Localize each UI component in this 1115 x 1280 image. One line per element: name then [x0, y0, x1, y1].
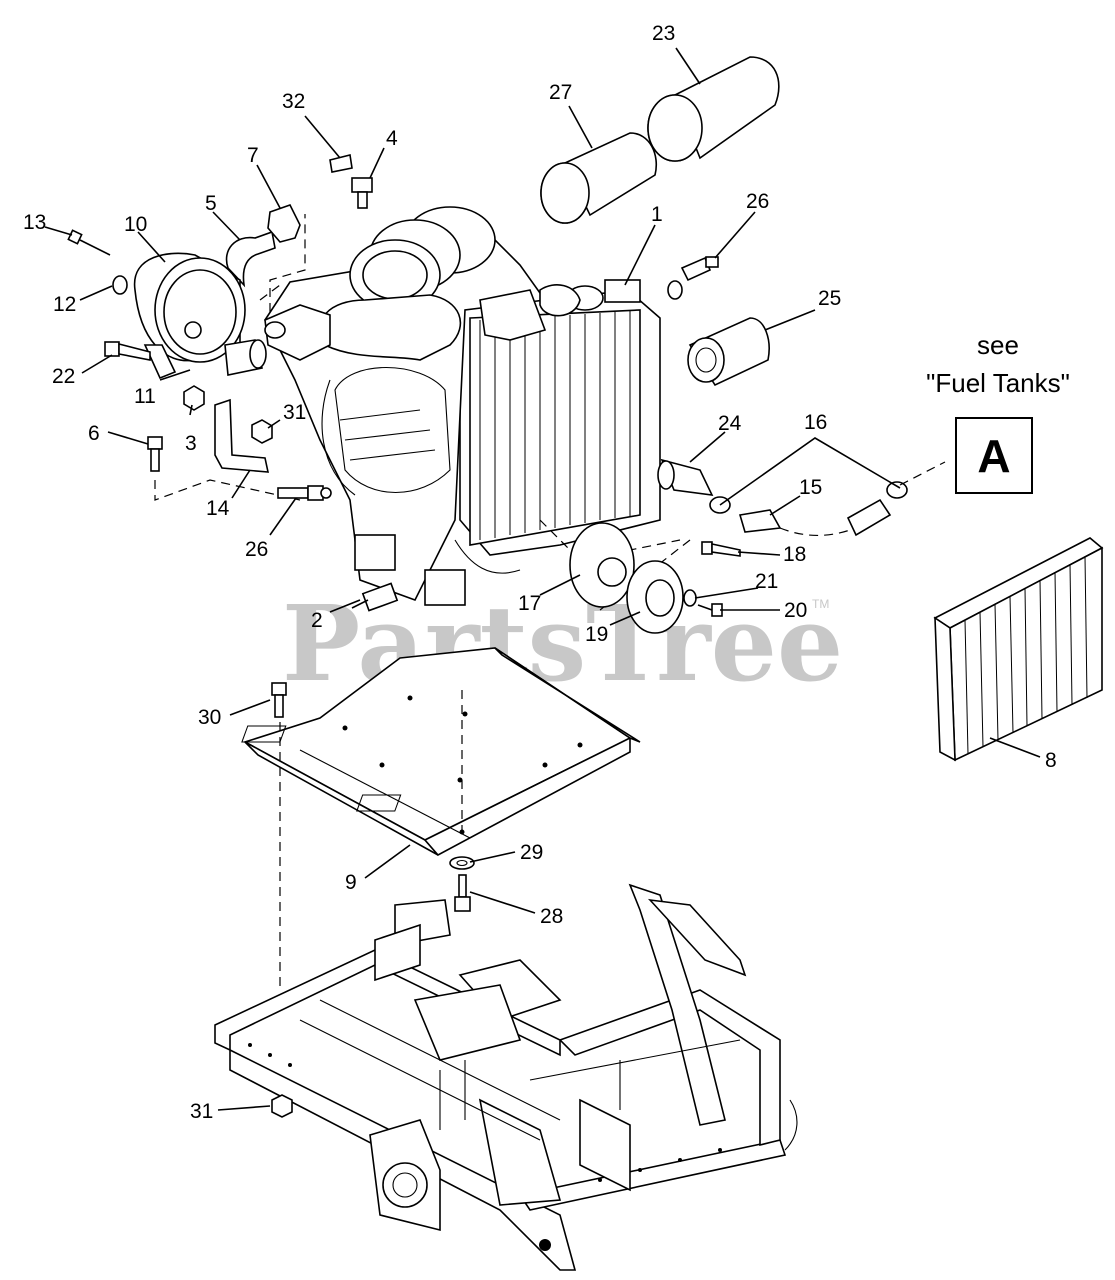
callout-14: 14: [206, 497, 230, 520]
reference-note-line1: see: [977, 330, 1019, 360]
nut-part-3: [183, 385, 205, 411]
switch-part-2: [351, 582, 399, 612]
air-cleaner-part-10: [133, 252, 246, 380]
fuel-tanks-reference: see "Fuel Tanks" A: [926, 330, 1070, 494]
callout-16: 16: [804, 411, 827, 434]
bolt-part-6: [147, 436, 163, 472]
callout-2: 2: [311, 609, 323, 632]
bolt-part-13: [67, 229, 111, 256]
callout-6: 6: [88, 422, 100, 445]
reference-box: [955, 417, 1033, 494]
callout-17: 17: [518, 592, 541, 615]
callout-10: 10: [124, 213, 147, 236]
bolt-part-30: [271, 682, 287, 718]
callout-5: 5: [205, 192, 217, 215]
bolt-part-28: [454, 874, 471, 912]
washer-part-29: [449, 856, 475, 870]
clamp-part-7: [267, 204, 301, 243]
bolt-part-22: [104, 341, 151, 361]
nut-part-31-lower: [271, 1094, 293, 1118]
reference-note-line2: "Fuel Tanks": [926, 368, 1070, 398]
hose-part-15: [738, 461, 946, 537]
engine-block: [264, 206, 581, 606]
fuel-filter-part-24: [657, 458, 714, 496]
callout-7: 7: [247, 144, 259, 167]
engine-assembly: [67, 154, 691, 612]
reference-letter: A: [977, 430, 1010, 482]
callout-13: 13: [23, 211, 46, 234]
bolt-part-18: [701, 541, 741, 557]
sender-part-4: [351, 177, 373, 209]
callout-15: 15: [799, 476, 822, 499]
callout-31-lower: 31: [190, 1100, 213, 1123]
washer-part-21: [683, 589, 697, 607]
bracket-part-32: [329, 154, 353, 173]
callout-4: 4: [386, 127, 398, 150]
bracket-part-14: [214, 398, 270, 473]
callout-29: 29: [520, 841, 543, 864]
callout-12: 12: [53, 293, 76, 316]
callout-labels: 1 2 3 4 5 6 7 8 9 10 11 12 13 14 15 16 1…: [23, 22, 1057, 1123]
callout-8: 8: [1045, 749, 1057, 772]
nut-part-31-upper: [251, 419, 273, 444]
sensor-part-26-lower: [277, 485, 332, 501]
callout-28: 28: [540, 905, 563, 928]
muffler-part-23: [647, 56, 780, 162]
callout-22: 22: [52, 365, 75, 388]
callout-31-upper: 31: [283, 401, 306, 424]
callout-27: 27: [549, 81, 572, 104]
leader-lines: [44, 47, 1041, 1111]
muffler-part-27: [540, 132, 657, 224]
frame-assembly: [214, 883, 798, 1271]
callout-26-upper: 26: [746, 190, 769, 213]
callout-19: 19: [585, 623, 608, 646]
callout-20: 20: [784, 599, 807, 622]
washer-part-12: [112, 275, 128, 295]
callout-18: 18: [783, 543, 806, 566]
watermark-trademark: TM: [812, 597, 829, 611]
sensor-part-26-upper: [667, 256, 719, 300]
radiator: [459, 279, 661, 556]
panel-part-8: [933, 537, 1104, 762]
callout-9: 9: [345, 871, 357, 894]
callout-3: 3: [185, 432, 197, 455]
callout-32: 32: [282, 90, 305, 113]
pulley-part-17: [569, 522, 635, 608]
callout-11: 11: [134, 385, 156, 408]
mounting-plate-part-9: [241, 647, 641, 857]
callout-30: 30: [198, 706, 221, 729]
oil-filter-part-25: [687, 317, 770, 387]
hose-part-5: [225, 230, 276, 288]
callout-21: 21: [755, 570, 778, 593]
pulley-part-19: [626, 560, 684, 634]
callout-26-lower: 26: [245, 538, 268, 561]
callout-23: 23: [652, 22, 675, 45]
callout-24: 24: [718, 412, 742, 435]
callout-25: 25: [818, 287, 841, 310]
callout-1: 1: [651, 203, 663, 226]
